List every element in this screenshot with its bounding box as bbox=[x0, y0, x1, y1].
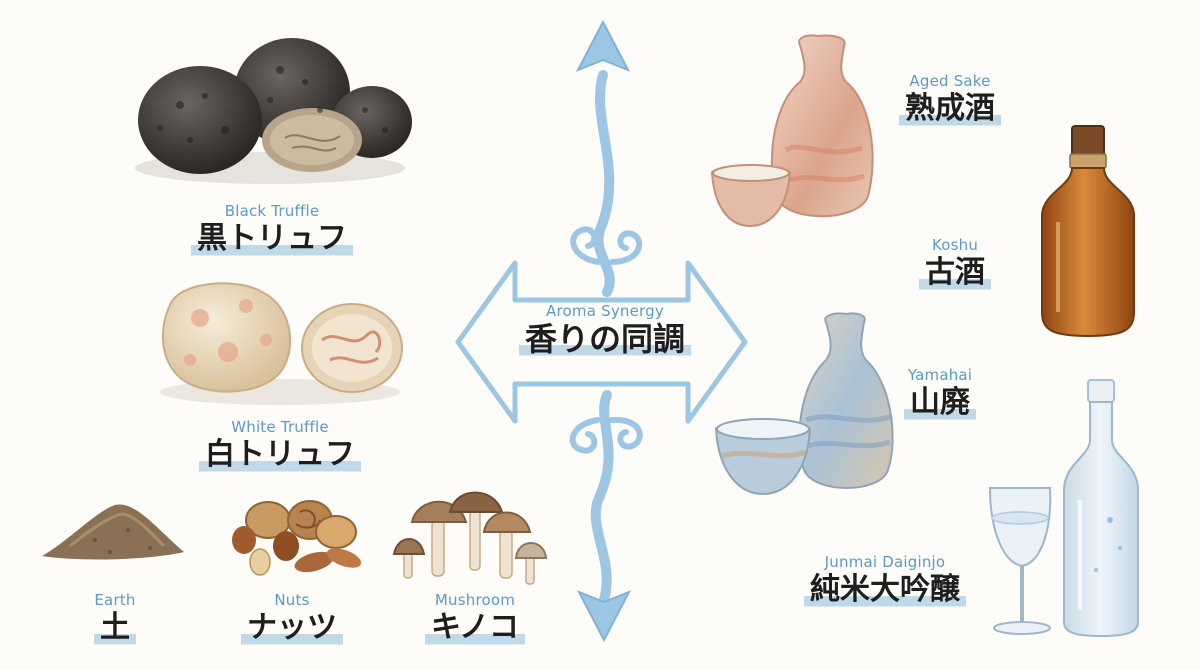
label-white-truffle: White Truffle 白トリュフ bbox=[180, 418, 380, 474]
label-earth: Earth 土 bbox=[55, 591, 175, 647]
arrow-down-head bbox=[576, 590, 632, 643]
arrow-up-head bbox=[575, 19, 631, 72]
label-white-truffle-en: White Truffle bbox=[231, 418, 329, 436]
earth-pile-illustration bbox=[42, 504, 184, 560]
nuts-illustration bbox=[232, 500, 362, 576]
aged-sake-tokkuri-illustration bbox=[710, 34, 874, 228]
label-junmai-daiginjo-en: Junmai Daiginjo bbox=[824, 553, 946, 571]
daiginjo-bottle-glass-illustration bbox=[988, 379, 1139, 638]
label-mushroom: Mushroom キノコ bbox=[410, 591, 540, 647]
label-black-truffle-en: Black Truffle bbox=[224, 202, 320, 220]
label-yamahai: Yamahai 山廃 bbox=[885, 366, 995, 422]
label-black-truffle-ja: 黒トリュフ bbox=[191, 220, 353, 258]
koshu-bottle-illustration bbox=[1041, 125, 1135, 338]
swirl-top-left bbox=[570, 226, 601, 265]
label-junmai-daiginjo-ja: 純米大吟醸 bbox=[804, 571, 966, 609]
label-nuts-en: Nuts bbox=[274, 591, 310, 609]
mushroom-illustration bbox=[392, 491, 548, 585]
label-mushroom-en: Mushroom bbox=[434, 591, 516, 609]
yamahai-tokkuri-illustration bbox=[714, 312, 894, 496]
label-black-truffle: Black Truffle 黒トリュフ bbox=[172, 202, 372, 258]
label-earth-en: Earth bbox=[94, 591, 136, 609]
label-junmai-daiginjo: Junmai Daiginjo 純米大吟醸 bbox=[790, 553, 980, 609]
label-nuts: Nuts ナッツ bbox=[232, 591, 352, 647]
arrow-up-shaft bbox=[593, 70, 615, 297]
label-koshu-ja: 古酒 bbox=[919, 254, 991, 292]
label-mushroom-ja: キノコ bbox=[425, 609, 525, 647]
label-aged-sake-en: Aged Sake bbox=[909, 72, 991, 90]
arrow-down-shaft bbox=[590, 390, 614, 605]
label-nuts-ja: ナッツ bbox=[241, 609, 343, 647]
swirl-top-right bbox=[609, 230, 643, 265]
center-label-en: Aroma Synergy bbox=[546, 302, 664, 320]
swirl-bottom-left bbox=[569, 417, 601, 454]
label-yamahai-en: Yamahai bbox=[907, 366, 973, 384]
black-truffle-illustration bbox=[135, 38, 412, 184]
label-earth-ja: 土 bbox=[94, 609, 136, 647]
label-koshu-en: Koshu bbox=[931, 236, 979, 254]
swirl-bottom-right bbox=[609, 416, 643, 450]
label-aged-sake-ja: 熟成酒 bbox=[899, 90, 1001, 128]
label-white-truffle-ja: 白トリュフ bbox=[199, 436, 361, 474]
white-truffle-illustration bbox=[160, 282, 403, 405]
label-yamahai-ja: 山廃 bbox=[904, 384, 976, 422]
label-aged-sake: Aged Sake 熟成酒 bbox=[880, 72, 1020, 128]
center-label-ja: 香りの同調 bbox=[518, 320, 691, 358]
center-label: Aroma Synergy 香りの同調 bbox=[505, 302, 705, 358]
label-koshu: Koshu 古酒 bbox=[900, 236, 1010, 292]
